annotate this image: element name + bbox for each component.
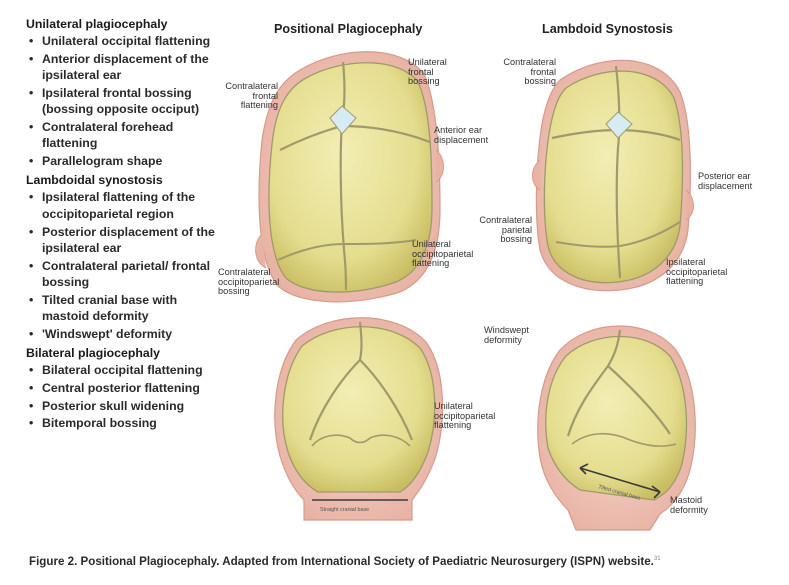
- ls-top-view-skull: [532, 59, 694, 292]
- ls-annotation-contra-frontal: Contralateral frontal bossing: [503, 57, 556, 87]
- pp-annotation-contra-occip: Contralateral occipitoparietal bossing: [218, 267, 280, 297]
- caption-ref: 31: [653, 556, 661, 563]
- list-item: Bilateral occipital flattening: [26, 362, 226, 379]
- pp-base-label: Straight cranial base: [320, 507, 369, 513]
- section-list: Bilateral occipital flattening Central p…: [26, 362, 226, 432]
- pp-annotation-contra-frontal: Contralateral frontal flattening: [225, 81, 278, 111]
- section-heading: Bilateral plagiocephaly: [26, 346, 160, 361]
- ls-annotation-posterior-ear: Posterior ear displacement: [698, 171, 753, 191]
- ls-annotation-mastoid: Mastoid deformity: [670, 495, 708, 515]
- features-list: Unilateral plagiocephaly Unilateral occi…: [26, 16, 226, 435]
- list-item: Posterior skull widening: [26, 398, 226, 415]
- list-item: Contralateral parietal/ frontal bossing: [26, 258, 226, 291]
- positional-title: Positional Plagiocephaly: [274, 22, 423, 36]
- list-item: Parallelogram shape: [26, 153, 226, 170]
- list-item: Unilateral occipital flattening: [26, 33, 226, 50]
- pp-back-view-skull: Straight cranial base: [274, 317, 444, 521]
- section-list: Ipsilateral flattening of the occipitopa…: [26, 189, 226, 342]
- pp-annotation-uni-occip: Unilateral occipitoparietal flattening: [412, 239, 474, 269]
- list-item: Bitemporal bossing: [26, 415, 226, 432]
- section-list: Unilateral occipital flattening Anterior…: [26, 33, 226, 170]
- lambdoid-title: Lambdoid Synostosis: [542, 22, 673, 36]
- figure-caption: Figure 2. Positional Plagiocephaly. Adap…: [29, 555, 661, 568]
- section-heading: Unilateral plagiocephaly: [26, 17, 168, 31]
- section-bilateral: Bilateral plagiocephaly Bilateral occipi…: [26, 345, 226, 432]
- section-lambdoidal: Lambdoidal synostosis Ipsilateral flatte…: [26, 172, 226, 342]
- pp-annotation-anterior-ear: Anterior ear displacement: [434, 125, 489, 145]
- pp-annotation-uni-frontal: Unilateral frontal bossing: [408, 57, 447, 87]
- list-item: Anterior displacement of the ipsilateral…: [26, 51, 226, 84]
- list-item: Contralateral forehead flattening: [26, 119, 226, 152]
- list-item: Central posterior flattening: [26, 380, 226, 397]
- caption-text: Figure 2. Positional Plagiocephaly. Adap…: [29, 555, 654, 568]
- section-heading: Lambdoidal synostosis: [26, 173, 163, 188]
- list-item: Ipsilateral frontal bossing (bossing opp…: [26, 85, 226, 118]
- ls-annotation-contra-parietal: Contralateral parietal bossing: [479, 215, 532, 245]
- list-item: 'Windswept' deformity: [26, 326, 226, 343]
- list-item: Posterior displacement of the ipsilatera…: [26, 224, 226, 257]
- pp-top-view-skull: [255, 51, 444, 303]
- pp-back-annotation-uni-occip: Unilateral occipitoparietal flattening: [434, 401, 496, 431]
- ls-annotation-windswept: Windswept deformity: [484, 325, 529, 345]
- list-item: Ipsilateral flattening of the occipitopa…: [26, 189, 226, 222]
- list-item: Tilted cranial base with mastoid deformi…: [26, 292, 226, 325]
- section-unilateral: Unilateral plagiocephaly Unilateral occi…: [26, 16, 226, 170]
- ls-annotation-ipsi-occip: Ipsilateral occipitoparietal flattening: [666, 257, 728, 287]
- ls-back-view-skull: Tilted cranial base: [537, 325, 696, 531]
